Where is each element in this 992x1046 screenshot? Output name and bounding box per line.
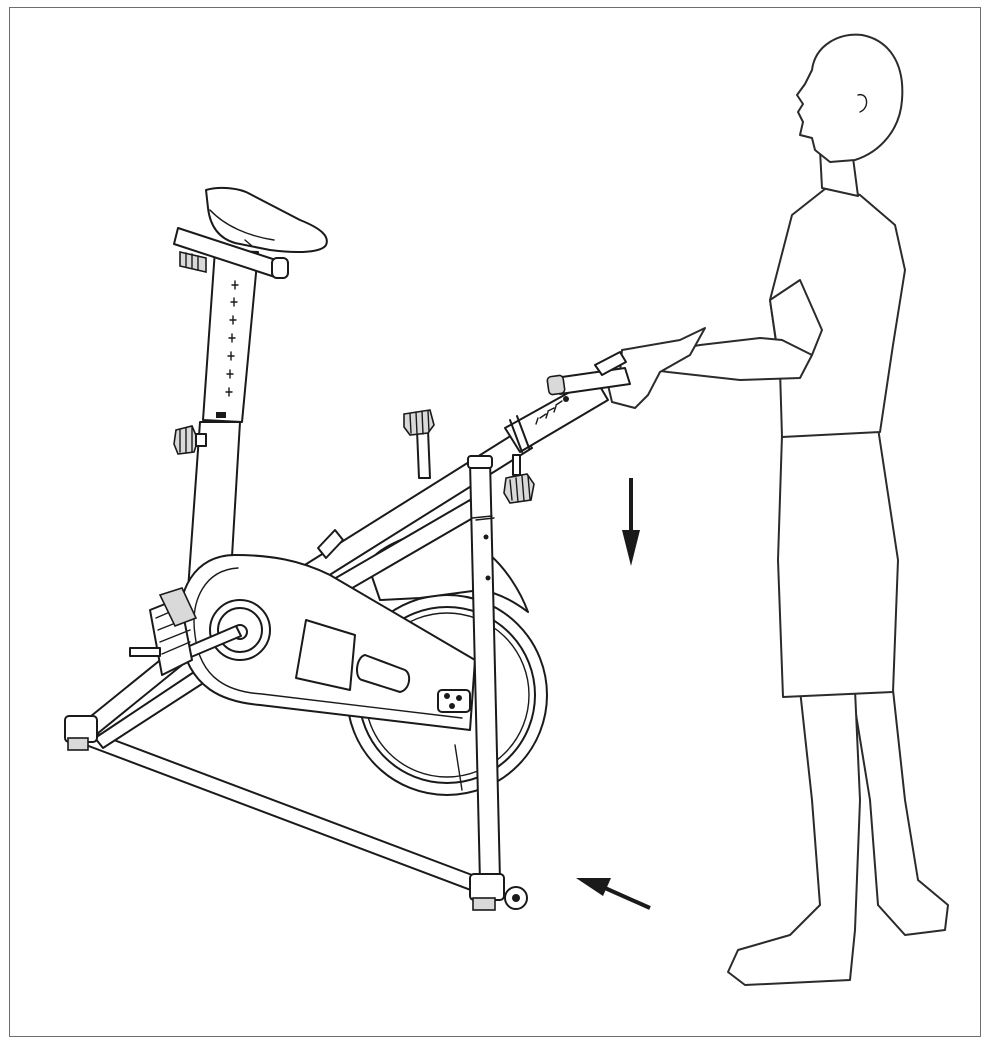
resistance-knob-stem xyxy=(416,429,431,479)
person-torso xyxy=(769,184,906,438)
seat-rail-end xyxy=(271,257,289,279)
person-shorts xyxy=(777,427,899,698)
seat-post xyxy=(202,249,259,423)
frame-tab xyxy=(317,529,344,559)
saddle-edge xyxy=(209,209,275,241)
arrow-up-left xyxy=(576,878,651,910)
person-front-leg xyxy=(727,689,861,986)
person-figure xyxy=(607,33,949,986)
handlebar-scale-marks xyxy=(535,400,563,425)
saddle xyxy=(205,186,328,254)
person-back-leg xyxy=(851,689,949,936)
front-upright xyxy=(469,459,501,883)
crank-disc-ring xyxy=(217,607,263,653)
upright-hole-2 xyxy=(485,575,491,581)
front-upright-cap xyxy=(467,455,493,469)
handlebar-knob-stem xyxy=(512,454,521,476)
handlebar-grip-up xyxy=(594,351,627,376)
chain-guard-bolts xyxy=(437,689,471,713)
chain-guard-window xyxy=(295,619,356,691)
rear-foot-pad xyxy=(67,737,89,751)
seat-knob-stem xyxy=(195,433,207,447)
pedal-strap xyxy=(158,587,198,628)
person-head xyxy=(796,33,904,163)
handlebar-post-collar xyxy=(509,419,523,453)
spin-bike xyxy=(64,186,631,911)
front-foot-pad xyxy=(472,897,496,911)
upright-hole xyxy=(483,534,489,540)
pedal-axle xyxy=(129,647,161,657)
seat-post-scale-marks xyxy=(225,280,239,397)
seat-slider-knob xyxy=(179,250,207,274)
person-ear xyxy=(857,94,868,113)
chain-guard-slot xyxy=(356,654,411,693)
front-foot-cap xyxy=(469,873,505,901)
transport-wheel-hub xyxy=(512,894,520,902)
resistance-knob xyxy=(403,409,435,436)
handlebar-end-cap xyxy=(546,374,566,396)
seat-post-marker xyxy=(216,412,226,418)
flywheel-spoke xyxy=(454,744,463,791)
arrow-down xyxy=(622,478,640,566)
handlebar-post-collar-2 xyxy=(516,415,530,449)
chain-guard-inner xyxy=(193,567,463,719)
handlebar-post xyxy=(504,377,609,453)
handlebar-bolt xyxy=(563,396,569,402)
